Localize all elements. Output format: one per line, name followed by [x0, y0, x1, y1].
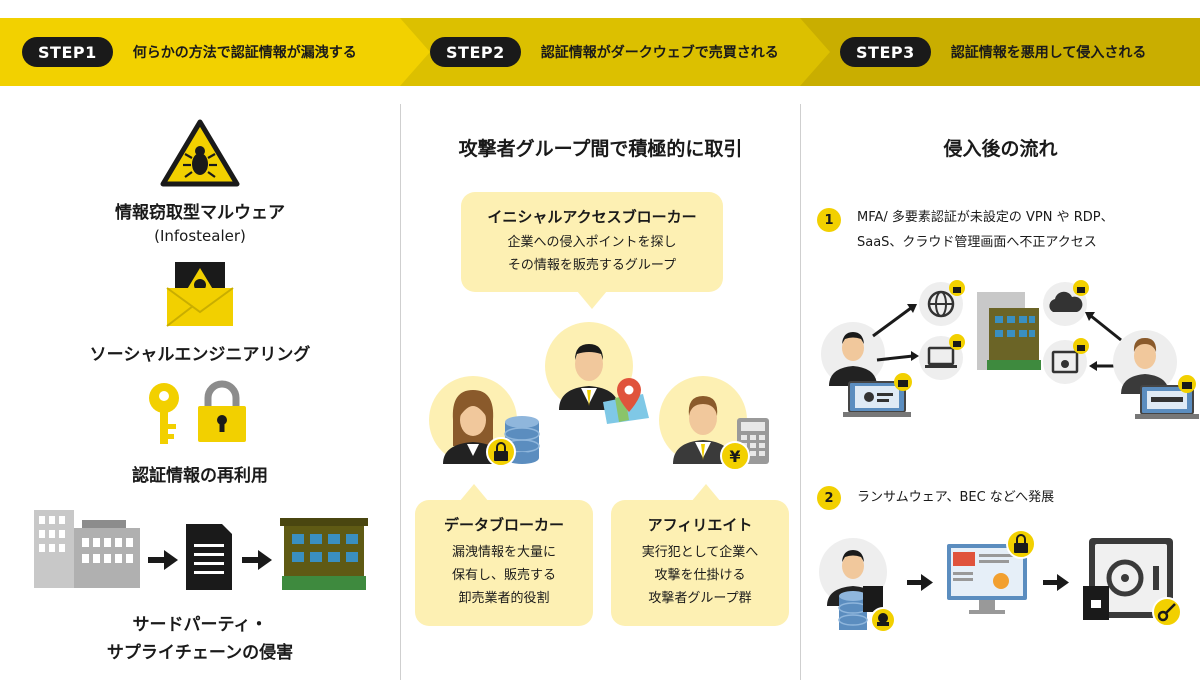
affiliate-title: アフィリエイト: [647, 516, 753, 534]
attacker-data-icon: [819, 538, 896, 633]
ransomware-graphic: [819, 529, 1182, 633]
arrow-right-icon: [242, 550, 272, 570]
broker-person-icon: [429, 376, 540, 467]
broker-line1: 漏洩情報を大量に: [451, 545, 556, 560]
affiliate-bubble: アフィリエイト 実行犯として企業へ 攻撃を仕掛ける 攻撃者グループ群: [611, 500, 789, 626]
globe-icon: [919, 280, 965, 326]
step3-text: 認証情報を悪用して侵入される: [950, 45, 1147, 61]
monitor-lock-icon: [947, 529, 1036, 614]
padlock-icon: [198, 380, 246, 442]
iab-bubble: イニシャルアクセスブローカー 企業への侵入ポイントを探し その情報を販売するグル…: [461, 192, 723, 292]
step-number-2: 2: [817, 486, 841, 510]
affiliate-line3: 攻撃者グループ群: [648, 591, 752, 606]
laptop-icon: [919, 334, 965, 380]
trade-title: 攻撃者グループ間で積極的に取引: [458, 138, 743, 160]
iab-line2: その情報を販売するグループ: [507, 258, 677, 273]
lock-badge-icon: [486, 437, 516, 467]
flow-item2-line1: ランサムウェア、BEC などへ発展: [857, 490, 1055, 505]
iab-title: イニシャルアクセスブローカー: [487, 208, 697, 226]
credential-reuse-label: 認証情報の再利用: [132, 466, 268, 486]
arrow-right-icon: [907, 574, 933, 591]
target-building-icon: [280, 518, 368, 590]
affiliate-bubble-tail: [691, 484, 721, 502]
key-icon: [149, 383, 179, 444]
broker-bubble: データブローカー 漏洩情報を大量に 保有し、販売する 卸売業者的役割: [415, 500, 593, 626]
broker-bubble-tail: [459, 484, 489, 502]
step2-text: 認証情報がダークウェブで売買される: [540, 45, 779, 61]
social-engineering-label: ソーシャルエンジニアリング: [89, 345, 311, 365]
third-party-label-line2: サプライチェーンの侵害: [106, 643, 294, 663]
step-banner-background: [0, 18, 1200, 86]
envelope-skull-icon: [166, 262, 234, 327]
flow-item1-line1: MFA/ 多要素認証が未設定の VPN や RDP、: [857, 210, 1114, 225]
step-number-1: 1: [817, 208, 841, 232]
broker-title: データブローカー: [443, 516, 564, 534]
arrow-head: [907, 304, 917, 313]
step3-band: [800, 18, 1200, 86]
flow-title: 侵入後の流れ: [943, 138, 1058, 160]
malware-title: 情報窃取型マルウェア: [115, 203, 285, 223]
affiliate-person-icon: ¥: [659, 376, 769, 471]
attacker-right-icon: [1113, 330, 1199, 419]
building-icon: [34, 510, 140, 588]
broker-line3: 卸売業者的役割: [458, 591, 550, 606]
third-party-label-line1: サードパーティ・: [132, 615, 268, 635]
step-banner: STEP1 何らかの方法で認証情報が漏洩する STEP2 認証情報がダークウェブ…: [0, 18, 1200, 86]
step2: STEP2 認証情報がダークウェブで売買される: [430, 18, 779, 86]
affiliate-line2: 攻撃を仕掛ける: [654, 568, 746, 583]
malware-subtitle: (Infostealer): [154, 227, 246, 245]
document-icon: [186, 524, 232, 590]
safe-icon: [1083, 538, 1182, 627]
column-divider-2: [800, 104, 801, 680]
column-intrusion-flow: 侵入後の流れ 1 MFA/ 多要素認証が未設定の VPN や RDP、 SaaS…: [801, 86, 1200, 693]
step2-band: [400, 18, 830, 86]
yen-badge-icon: ¥: [720, 441, 750, 471]
arrow-right-icon: [1043, 574, 1069, 591]
step1-band: [0, 18, 430, 86]
arrow-head: [911, 351, 919, 361]
step3: STEP3 認証情報を悪用して侵入される: [840, 18, 1146, 86]
bug-warning-icon: [160, 119, 240, 187]
attacker-left-icon: [821, 322, 912, 417]
arrow-right-icon: [148, 550, 178, 570]
office-building-icon: [977, 292, 1041, 370]
iab-line1: 企業への侵入ポイントを探し: [507, 235, 677, 250]
arrow-head: [1085, 312, 1095, 321]
column-leak-methods: 情報窃取型マルウェア (Infostealer) ソーシャルエンジニアリング 認…: [0, 86, 400, 693]
affiliate-line1: 実行犯として企業へ: [641, 545, 759, 560]
step1-text: 何らかの方法で認証情報が漏洩する: [132, 45, 357, 61]
column-dark-web-trade: 攻撃者グループ間で積極的に取引 イニシャルアクセスブローカー 企業への侵入ポイン…: [401, 86, 800, 693]
step1-pill: STEP1: [22, 37, 113, 67]
supply-chain-graphic: [34, 510, 368, 590]
iab-bubble-tail: [577, 291, 607, 309]
step1: STEP1 何らかの方法で認証情報が漏洩する: [22, 18, 357, 86]
admin-console-icon: [1043, 338, 1089, 384]
yen-symbol: ¥: [729, 447, 740, 466]
column-divider-1: [400, 104, 401, 680]
cloud-icon: [1043, 280, 1089, 326]
map-pin-icon: [603, 378, 649, 424]
step3-pill: STEP3: [840, 37, 931, 67]
arrow-head: [1089, 361, 1097, 371]
flow-item1-line2: SaaS、クラウド管理画面へ不正アクセス: [857, 235, 1097, 250]
unauthorized-access-graphic: [821, 280, 1199, 419]
iab-person-icon: [545, 322, 649, 424]
broker-line2: 保有し、販売する: [451, 568, 556, 583]
step2-pill: STEP2: [430, 37, 521, 67]
